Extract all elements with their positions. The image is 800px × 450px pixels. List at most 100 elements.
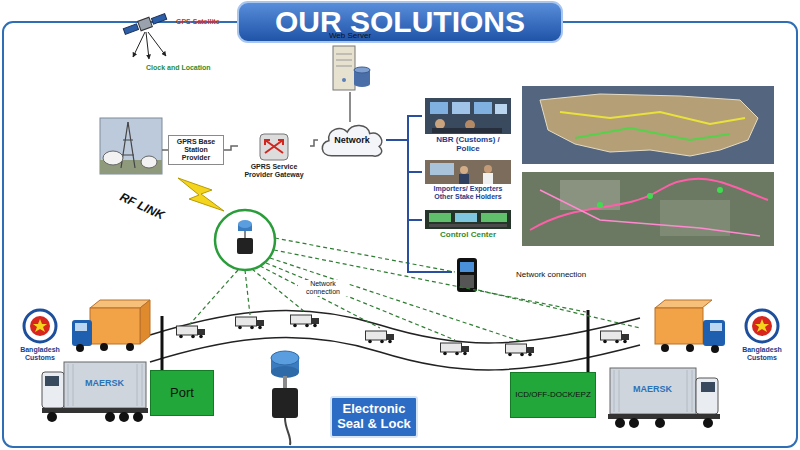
customs-emblem [24, 310, 56, 342]
control-center-photo [481, 213, 507, 222]
emblem-label: Bangladesh Customs [734, 346, 790, 362]
control-center-photo [425, 210, 511, 229]
network-cloud: Network [318, 122, 386, 158]
connector-line [386, 140, 422, 172]
aerial-tracking-map [540, 190, 760, 236]
rf-dashed-links [260, 266, 380, 328]
tower-photo [122, 155, 134, 156]
gateway-node: GPRS Service Provider Gateway [238, 130, 310, 186]
road [150, 311, 640, 370]
nbr-police-photo [474, 102, 492, 114]
box-truck [76, 344, 84, 352]
box-truck [90, 308, 140, 344]
gps-satellite-icon [123, 12, 168, 59]
stakeholders-photo [484, 165, 492, 173]
web-server-icon [354, 67, 370, 73]
mobile-phone-icon [460, 262, 474, 272]
nbr-police-photo [435, 119, 445, 129]
control-center-photo [455, 213, 477, 222]
cloud-outline [322, 125, 381, 156]
container-truck [701, 382, 715, 392]
container-truck [608, 414, 720, 419]
aerial-tracking-map [597, 202, 603, 208]
stakeholders-photo [483, 173, 493, 184]
nbr-police-photo [425, 98, 511, 134]
nbr-police-photo [452, 102, 470, 114]
stakeholders-photo [460, 166, 468, 174]
rf-dashed-links [478, 290, 640, 328]
box-truck [655, 308, 703, 344]
box-truck [72, 300, 150, 352]
road-trucks [291, 315, 320, 327]
road-trucks [506, 344, 535, 356]
title-banner [238, 2, 562, 42]
connector-line [386, 116, 422, 140]
container-truck [73, 364, 74, 406]
customs-emblem [752, 316, 772, 336]
container-brand: MAERSK [632, 384, 673, 394]
link-label: Network connection [298, 280, 348, 296]
node-label: ICD/OFF-DOCK/EPZ [515, 390, 591, 399]
gateway-icon [260, 134, 288, 160]
connector-line [224, 146, 238, 150]
rf-link-lightning [178, 178, 224, 211]
customs-emblem [746, 310, 778, 342]
container-truck [47, 412, 57, 422]
gate-poles [162, 310, 588, 372]
node-label: GPRS Base Station Provider [171, 138, 221, 162]
rf-dashed-links [266, 263, 455, 340]
stakeholder-node: Importers/ Exporters Other Stake Holders [422, 160, 514, 206]
nbr-police-photo [432, 128, 502, 133]
container-truck [42, 372, 64, 408]
container-truck [614, 370, 615, 412]
control-center-node: Control Center [422, 210, 514, 244]
container-truck [608, 368, 720, 428]
container-truck [68, 364, 69, 406]
container-truck [45, 376, 59, 386]
gps-satellite-icon [146, 32, 149, 59]
box-truck [655, 300, 712, 308]
container-truck [692, 370, 693, 412]
usa-tracking-map [575, 128, 730, 140]
rf-dashed-links [270, 258, 520, 341]
tower-photo [141, 156, 157, 168]
container-truck [133, 412, 143, 422]
web-server-icon [336, 66, 352, 67]
node-label: Importers/ Exporters Other Stake Holders [424, 185, 512, 201]
gateway-icon [265, 140, 283, 153]
electronic-seal-device [285, 418, 290, 445]
container-truck [696, 378, 718, 414]
banner-title: OUR SOLUTIONS [238, 2, 562, 42]
rf-dashed-links [190, 270, 238, 324]
web-server-icon [342, 78, 346, 82]
gate-poles [161, 316, 164, 370]
seal-rf-circle [238, 220, 252, 228]
container-truck [655, 418, 665, 428]
connector-line [386, 140, 452, 272]
box-truck [140, 300, 150, 344]
link-label: RF LINK [117, 191, 166, 224]
container-truck [42, 408, 148, 413]
rf-dashed-links [275, 238, 455, 272]
electronic-seal-device [271, 351, 299, 365]
gps-satellite-icon [123, 24, 138, 34]
road-trucks [366, 331, 395, 343]
seal-rf-circle [215, 210, 275, 270]
container-truck [610, 368, 696, 414]
process-box: GPRS Base Station Provider [168, 135, 224, 165]
location-box: Port [150, 370, 214, 416]
box-truck [710, 323, 722, 331]
outer-frame [3, 22, 797, 447]
box-truck [655, 300, 725, 353]
web-server-icon [333, 46, 355, 90]
title-banner [238, 2, 562, 42]
control-center-photo [429, 224, 507, 227]
gps-satellite-icon [148, 32, 166, 56]
stakeholders-photo [459, 174, 469, 184]
control-center-photo [429, 213, 451, 222]
road-trucks [441, 343, 470, 355]
nbr-police-photo [495, 104, 507, 114]
road-trucks [236, 317, 265, 329]
node-label: Network [334, 135, 370, 145]
tower-photo [100, 118, 162, 174]
